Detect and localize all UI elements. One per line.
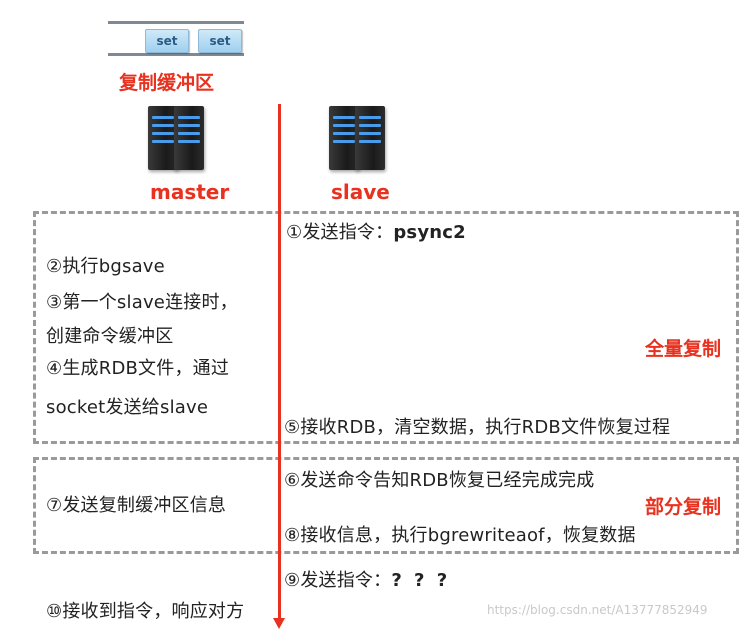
step-1-command: psync2 (393, 222, 466, 243)
step-2: ②执行bgsave (46, 256, 165, 277)
timeline-arrow-head (273, 618, 285, 629)
partial-sync-box (33, 457, 739, 554)
buffer-cell-2: set (198, 29, 242, 53)
step-4-line1: ④生成RDB文件，通过 (46, 358, 230, 379)
full-sync-label: 全量复制 (645, 338, 722, 360)
step-6: ⑥发送命令告知RDB恢复已经完成完成 (284, 470, 595, 491)
timeline-arrow-shaft (278, 104, 281, 622)
step-5: ⑤接收RDB，清空数据，执行RDB文件恢复过程 (284, 417, 671, 438)
step-9: ⑨发送指令：? ? ? (284, 566, 450, 592)
step-10: ⑩接收到指令，响应对方 (46, 601, 245, 622)
watermark: https://blog.csdn.net/A13777852949 (487, 603, 708, 617)
step-1-text: ①发送指令： (286, 222, 394, 243)
slave-label: slave (331, 180, 390, 204)
full-sync-box (33, 211, 739, 444)
step-9-command: ? ? ? (391, 570, 451, 591)
buffer-cell-1: set (145, 29, 189, 53)
slave-server-icon (329, 106, 385, 170)
step-9-text: ⑨发送指令： (284, 570, 392, 591)
master-label: master (150, 180, 230, 204)
step-4-line2: socket发送给slave (46, 397, 209, 418)
buffer-bottom-line (108, 53, 244, 56)
step-3-line1: ③第一个slave连接时， (46, 292, 238, 313)
master-server-icon (148, 106, 204, 170)
step-3-line2: 创建命令缓冲区 (46, 326, 174, 347)
buffer-title: 复制缓冲区 (119, 72, 215, 94)
step-1: ①发送指令：psync2 (286, 218, 466, 244)
step-8: ⑧接收信息，执行bgrewriteaof，恢复数据 (284, 525, 636, 546)
buffer-top-line (108, 21, 244, 24)
step-7: ⑦发送复制缓冲区信息 (46, 495, 227, 516)
partial-sync-label: 部分复制 (645, 496, 722, 518)
